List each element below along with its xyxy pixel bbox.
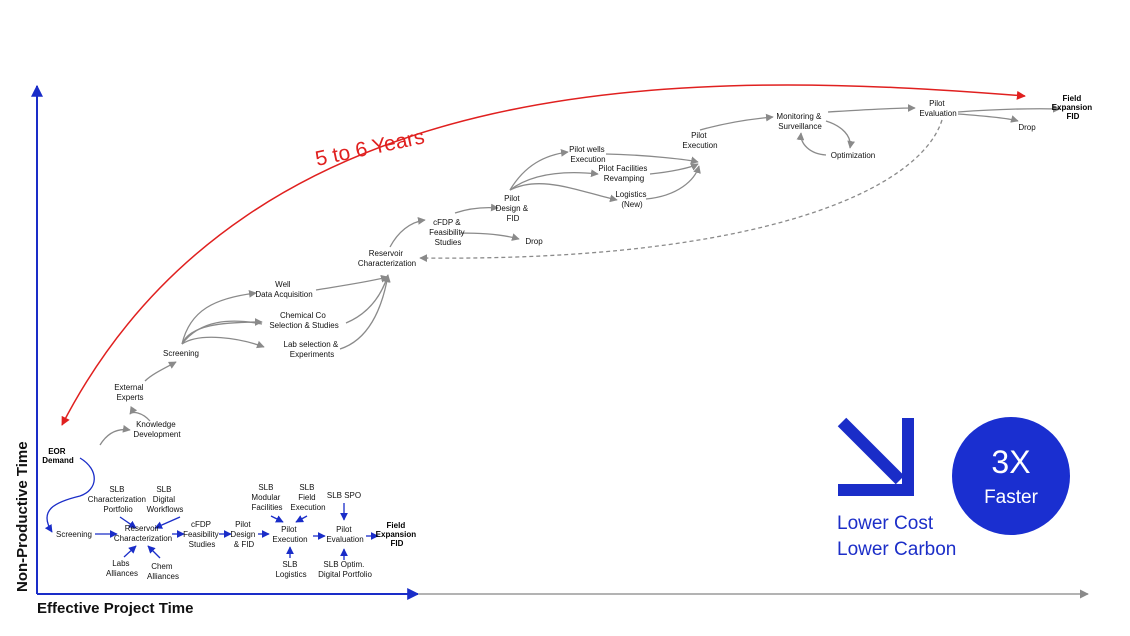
logistics-new: Logistics (New)	[615, 190, 648, 209]
pilot-design-fid: Pilot Design & FID	[496, 194, 531, 223]
duration-arc	[61, 84, 1026, 426]
pilot-wells-execution: Pilot wells Execution	[569, 145, 607, 164]
traditional-connectors	[99, 104, 1061, 446]
pilot-execution: Pilot Execution	[682, 131, 717, 150]
drop-after-evaluation: Drop	[1018, 123, 1036, 132]
slb-digital-workflows: SLB Digital Workflows	[147, 485, 184, 514]
slb-spo: SLB SPO	[327, 491, 361, 500]
knowledge-development: Knowledge Development	[133, 420, 181, 439]
slb-logistics: SLB Logistics	[275, 560, 306, 579]
optimization: Optimization	[831, 151, 875, 160]
pilot-evaluation: Pilot Evaluation	[919, 99, 956, 118]
pilot-facilities-revamping: Pilot Facilities Revamping	[598, 164, 649, 183]
lab-selection: Lab selection & Experiments	[284, 340, 341, 359]
slb-chem-alliances: Chem Alliances	[147, 562, 179, 581]
x-axis-label: Effective Project Time	[37, 600, 193, 617]
slb-cfdp-feasibility: cFDP Feasibility Studies	[183, 520, 221, 549]
duration-label: 5 to 6 Years	[313, 125, 426, 171]
slb-screening: Screening	[56, 530, 92, 539]
eor-demand: EOR Demand	[42, 447, 74, 465]
slb-modular-facilities: SLB Modular Facilities	[251, 483, 282, 512]
well-data-acquisition: Well Data Acquisition	[255, 280, 312, 299]
field-expansion-fid: Field Expansion FID	[1052, 94, 1095, 121]
benefits-list: Lower Cost Lower Carbon	[837, 513, 956, 560]
external-experts: External Experts	[114, 383, 146, 402]
slb-field-expansion-fid: Field Expansion FID	[376, 521, 419, 548]
drop-after-cfdp: Drop	[525, 237, 543, 246]
slb-pilot-design-fid: Pilot Design & FID	[230, 520, 257, 549]
slb-labels: Screening SLB Characterization Portfolio…	[56, 483, 419, 581]
arrow-down-right-icon	[837, 417, 914, 496]
faster-label: Faster	[984, 487, 1039, 508]
traditional-labels: EOR Demand Knowledge Development Externa…	[42, 94, 1095, 465]
slb-labs-alliances: Labs Alliances	[106, 559, 138, 578]
reservoir-characterization: Reservoir Characterization	[358, 249, 416, 268]
faster-multiplier: 3X	[991, 444, 1030, 480]
slb-optim-digital-portfolio: SLB Optim. Digital Portfolio	[318, 560, 372, 579]
slb-pilot-execution: Pilot Execution	[272, 525, 307, 544]
slb-characterization-portfolio: SLB Characterization Portfolio	[88, 485, 148, 514]
screening: Screening	[163, 349, 199, 358]
slb-field-execution: SLB Field Execution	[290, 483, 325, 512]
chemical-selection: Chemical Co Selection & Studies	[269, 311, 338, 330]
slb-connectors	[44, 457, 379, 560]
y-axis-label: Non-Productive Time	[14, 441, 31, 592]
cfdp-feasibility: cFDP & Feasibility Studies	[429, 218, 467, 247]
monitoring-surveillance: Monitoring & Surveillance	[776, 112, 823, 131]
faster-badge: 3X Faster	[952, 417, 1070, 535]
slb-reservoir-characterization: Reservoir Characterization	[114, 524, 172, 543]
slb-pilot-evaluation: Pilot Evaluation	[326, 525, 363, 544]
